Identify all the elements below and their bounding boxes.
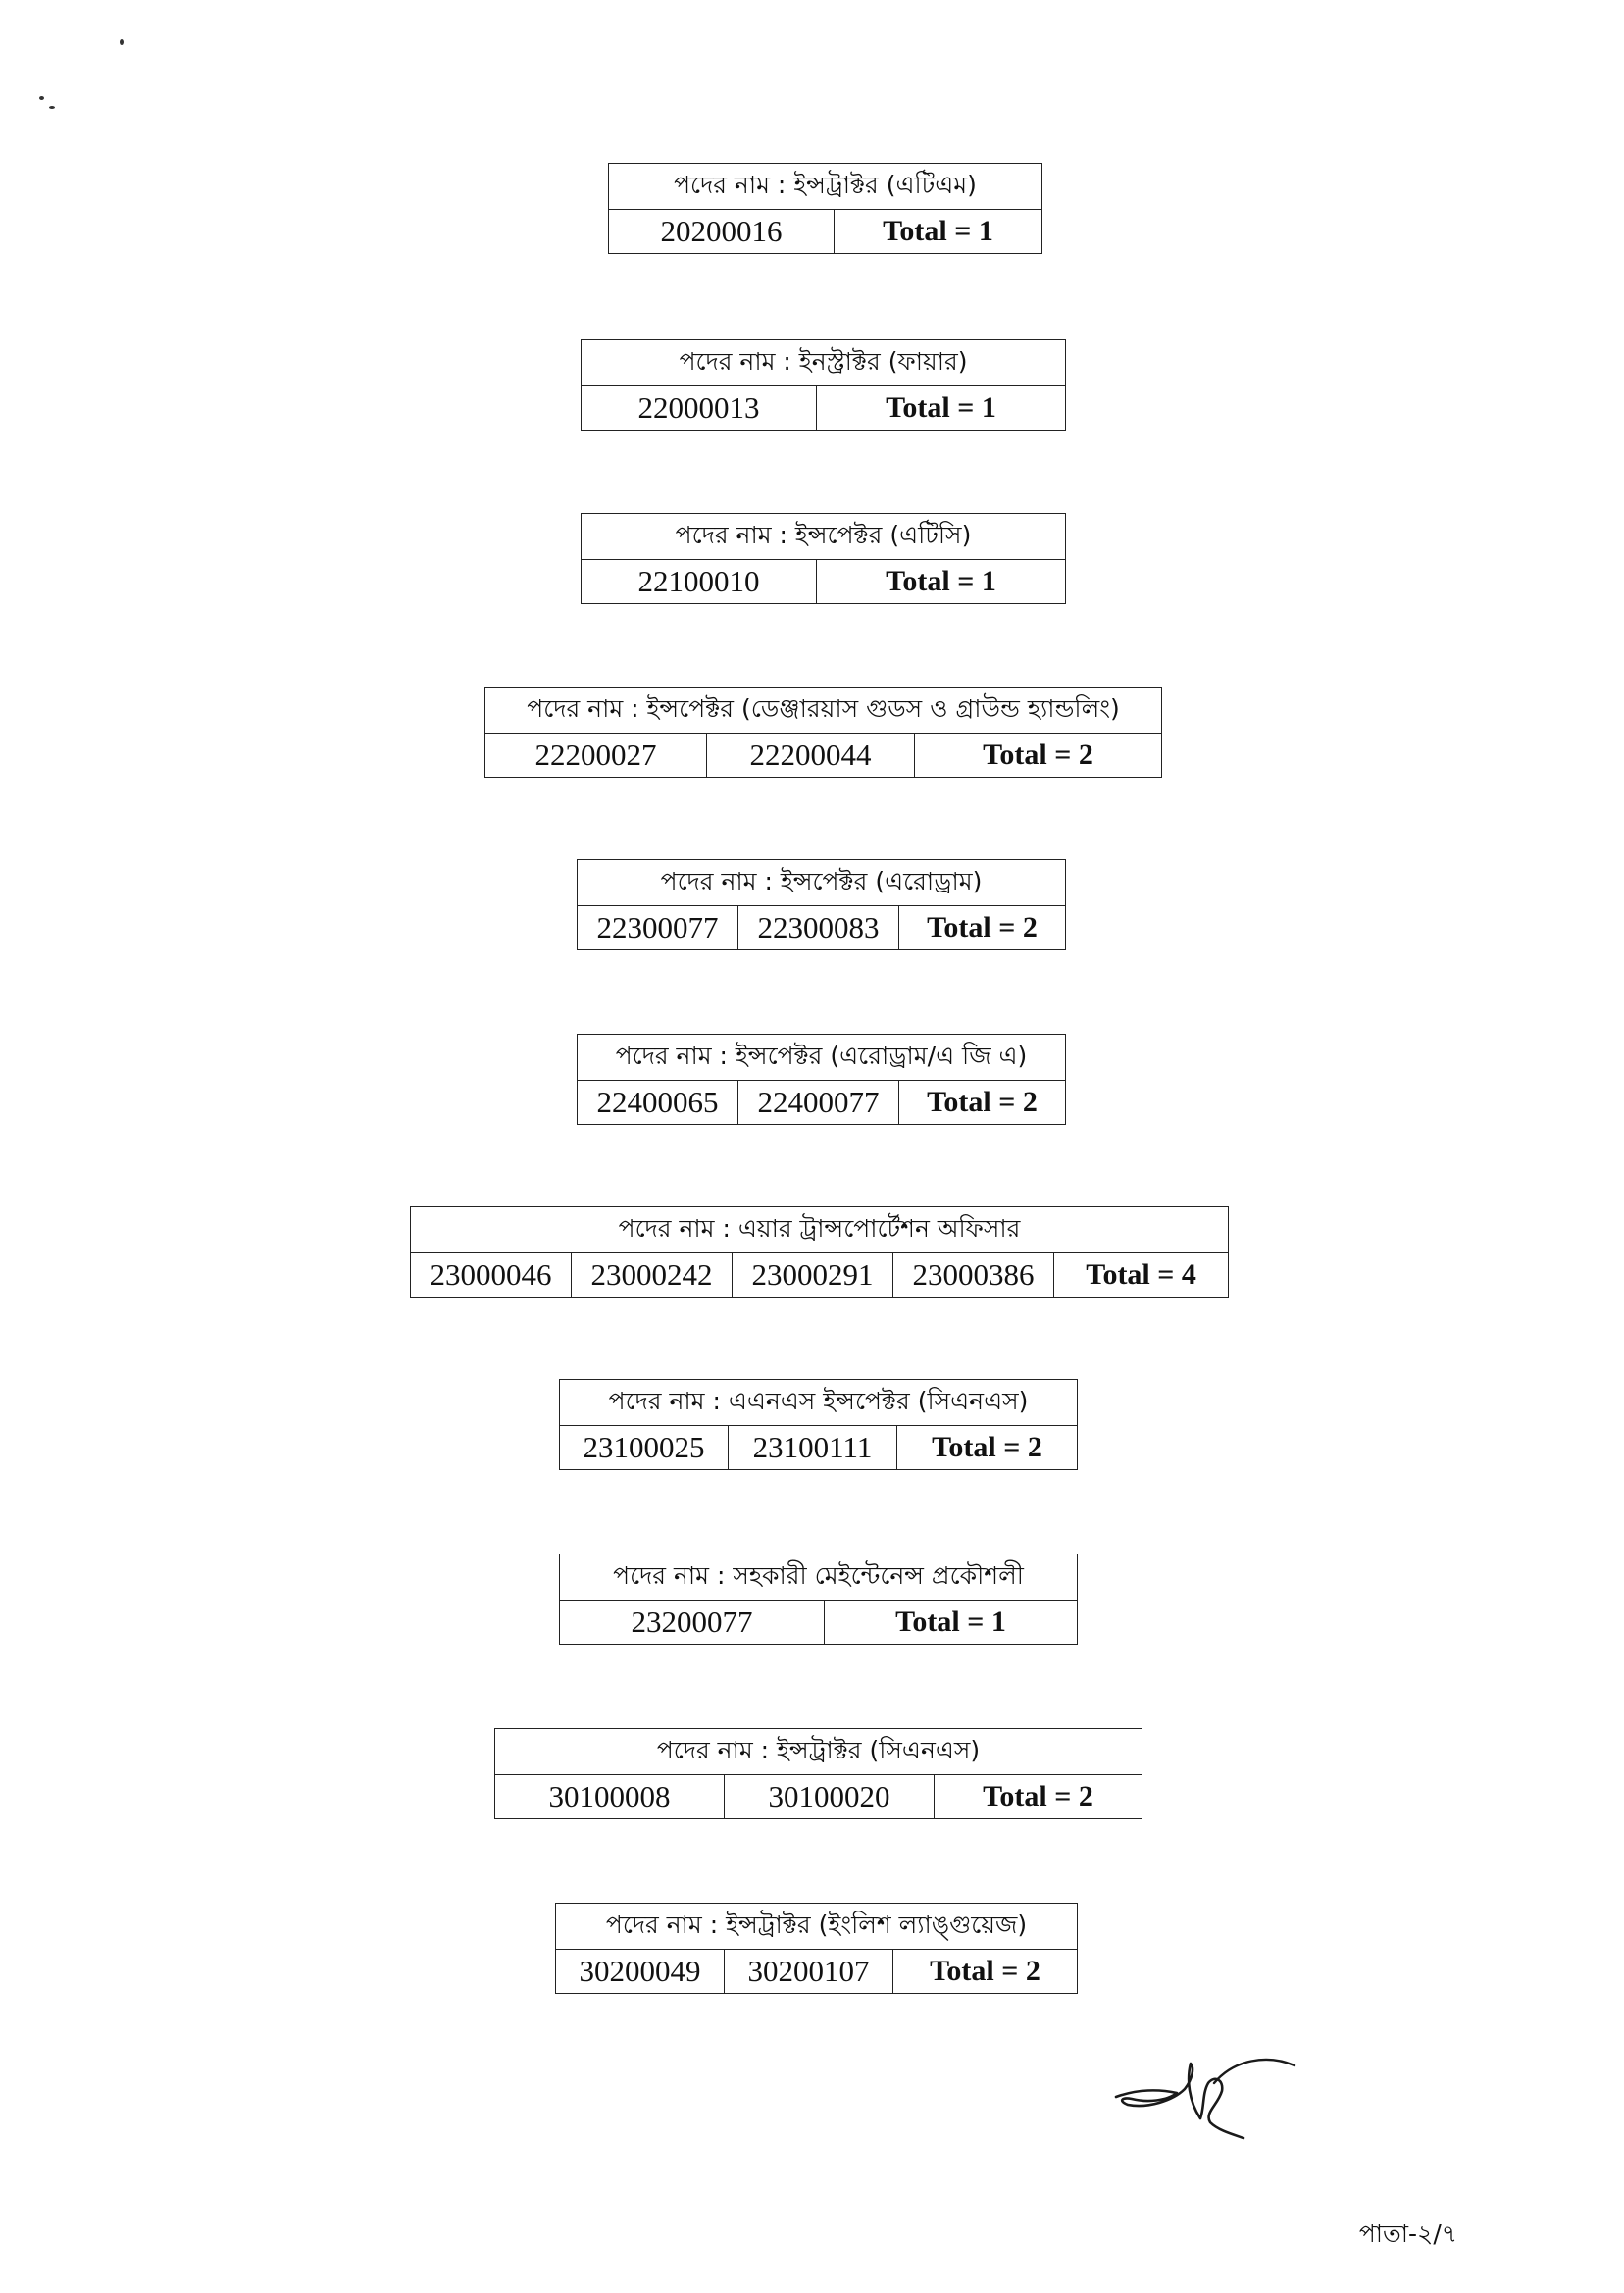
post-table: পদের নাম : ইন্সপেক্টর (এরোড্রাম) 2230007…: [577, 859, 1066, 950]
post-title: পদের নাম : ইন্সট্রাক্টর (সিএনএস): [494, 1728, 1142, 1775]
post-title: পদের নাম : ইনস্ট্রাক্টর (ফায়ার): [580, 339, 1067, 386]
signature: [1114, 2058, 1296, 2140]
scan-speck: [120, 39, 124, 45]
roll-number: 22300083: [737, 905, 899, 950]
roll-number: 30200049: [555, 1949, 725, 1994]
total-count: Total = 2: [895, 1425, 1079, 1470]
post-table: পদের নাম : ইনস্ট্রাক্টর (ফায়ার) 2200001…: [580, 339, 1067, 431]
roll-number: 20200016: [608, 209, 835, 254]
post-table: পদের নাম : ইন্সট্রাক্টর (সিএনএস) 3010000…: [494, 1728, 1142, 1819]
roll-number: 30200107: [724, 1949, 893, 1994]
total-count: Total = 1: [816, 559, 1066, 604]
roll-number: 22200027: [484, 733, 707, 778]
total-count: Total = 2: [898, 1080, 1066, 1125]
post-table: পদের নাম : এয়ার ট্রান্সপোর্টেশন অফিসার …: [409, 1206, 1230, 1298]
post-table: পদের নাম : ইন্সপেক্টর (এটিসি) 22100010 T…: [581, 513, 1066, 604]
post-title: পদের নাম : সহকারী মেইন্টেনেন্স প্রকৌশলী: [559, 1554, 1078, 1601]
roll-number: 23100025: [559, 1425, 729, 1470]
post-title: পদের নাম : ইন্সপেক্টর (এরোড্রাম): [577, 859, 1066, 906]
total-count: Total = 1: [834, 209, 1042, 254]
roll-number: 30100020: [724, 1774, 935, 1819]
roll-number: 30100008: [494, 1774, 725, 1819]
scan-speck: [39, 96, 44, 100]
post-table: পদের নাম : সহকারী মেইন্টেনেন্স প্রকৌশলী …: [559, 1554, 1078, 1645]
post-table: পদের নাম : ইন্সপেক্টর (এরোড্রাম/এ জি এ) …: [577, 1034, 1066, 1125]
post-table: পদের নাম : ইন্সট্রাক্টর (এটিএম) 20200016…: [608, 163, 1042, 254]
roll-number: 22200044: [706, 733, 915, 778]
total-count: Total = 1: [815, 385, 1067, 431]
post-title: পদের নাম : ইন্সপেক্টর (এটিসি): [581, 513, 1066, 560]
total-count: Total = 2: [891, 1949, 1079, 1994]
roll-number: 23000386: [892, 1252, 1054, 1298]
roll-number: 22400077: [737, 1080, 899, 1125]
roll-number: 23200077: [559, 1600, 825, 1645]
roll-number: 22300077: [577, 905, 738, 950]
roll-number: 23000242: [571, 1252, 733, 1298]
roll-number: 22000013: [581, 385, 817, 431]
page-number: পাতা-২/৭: [1358, 2219, 1457, 2248]
post-title: পদের নাম : এএনএস ইন্সপেক্টর (সিএনএস): [558, 1379, 1079, 1426]
post-title: পদের নাম : এয়ার ট্রান্সপোর্টেশন অফিসার: [409, 1206, 1230, 1253]
post-table: পদের নাম : ইন্সট্রাক্টর (ইংলিশ ল্যাঙ্গুয…: [554, 1903, 1079, 1994]
post-title: পদের নাম : ইন্সট্রাক্টর (এটিএম): [608, 163, 1042, 210]
post-title: পদের নাম : ইন্সট্রাক্টর (ইংলিশ ল্যাঙ্গুয…: [554, 1903, 1079, 1950]
total-count: Total = 2: [913, 733, 1163, 778]
roll-number: 23000291: [732, 1252, 893, 1298]
total-count: Total = 1: [824, 1600, 1078, 1645]
post-table: পদের নাম : ইন্সপেক্টর (ডেঞ্জারয়াস গুডস …: [483, 687, 1163, 778]
post-title: পদের নাম : ইন্সপেক্টর (এরোড্রাম/এ জি এ): [577, 1034, 1066, 1081]
total-count: Total = 4: [1052, 1252, 1230, 1298]
roll-number: 22100010: [581, 559, 817, 604]
scan-speck: [49, 106, 55, 109]
roll-number: 23000046: [410, 1252, 572, 1298]
total-count: Total = 2: [934, 1774, 1142, 1819]
roll-number: 22400065: [577, 1080, 738, 1125]
post-title: পদের নাম : ইন্সপেক্টর (ডেঞ্জারয়াস গুডস …: [483, 687, 1163, 734]
post-table: পদের নাম : এএনএস ইন্সপেক্টর (সিএনএস) 231…: [558, 1379, 1079, 1470]
total-count: Total = 2: [898, 905, 1066, 950]
roll-number: 23100111: [728, 1425, 897, 1470]
